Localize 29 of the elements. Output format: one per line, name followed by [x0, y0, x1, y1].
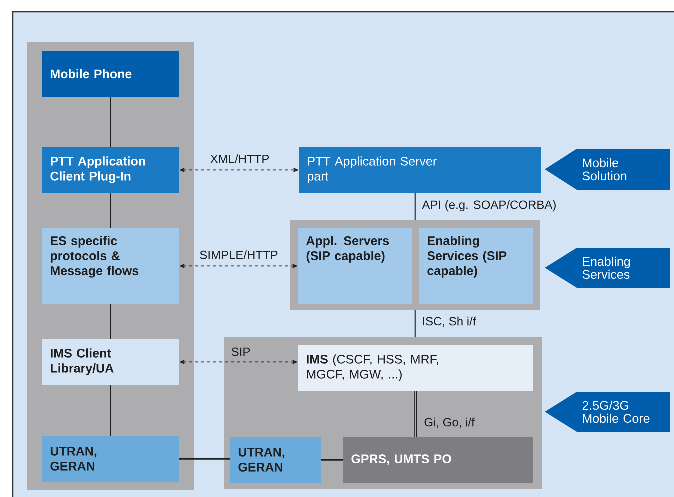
- connector-line: [110, 385, 112, 436]
- component-box: Enabling Services (SIP capable): [419, 228, 534, 304]
- connector-line: [414, 193, 416, 220]
- connector-line: [414, 310, 416, 337]
- component-box: UTRAN, GERAN: [230, 437, 322, 484]
- connector-line: [321, 460, 343, 461]
- arrow-tag: Enabling Services: [545, 248, 670, 288]
- edge-label: XML/HTTP: [209, 154, 271, 164]
- connector-line: [414, 391, 417, 437]
- component-box: Appl. Servers (SIP capable): [298, 228, 412, 304]
- component-box: GPRS, UMTS PO: [343, 437, 534, 484]
- component-box: IMS (CSCF, HSS, MRF, MGCF, MGW, ...): [298, 345, 534, 392]
- connector-line: [179, 458, 230, 460]
- edge-label: ISC, Sh i/f: [421, 316, 478, 328]
- component-box: UTRAN, GERAN: [42, 436, 180, 482]
- component-box: Mobile Phone: [42, 51, 180, 98]
- component-box: PTT Application Client Plug-In: [42, 147, 180, 194]
- edge-label: SIP: [230, 346, 252, 358]
- edge-label: API (e.g. SOAP/CORBA): [421, 199, 558, 213]
- connector-line: [110, 193, 112, 228]
- edge-label: SIMPLE/HTTP: [198, 250, 280, 260]
- component-box: ES specific protocols & Message flows: [42, 228, 180, 304]
- connector-line: [110, 97, 112, 147]
- component-box: IMS Client Library/UA: [42, 339, 180, 386]
- connector-line: [110, 304, 112, 339]
- arrow-tag: Mobile Solution: [545, 149, 670, 190]
- edge-label: Gi, Go, i/f: [423, 416, 476, 430]
- arrow-tag: 2.5G/3G Mobile Core: [545, 392, 670, 432]
- component-box: PTT Application Server part: [299, 147, 542, 194]
